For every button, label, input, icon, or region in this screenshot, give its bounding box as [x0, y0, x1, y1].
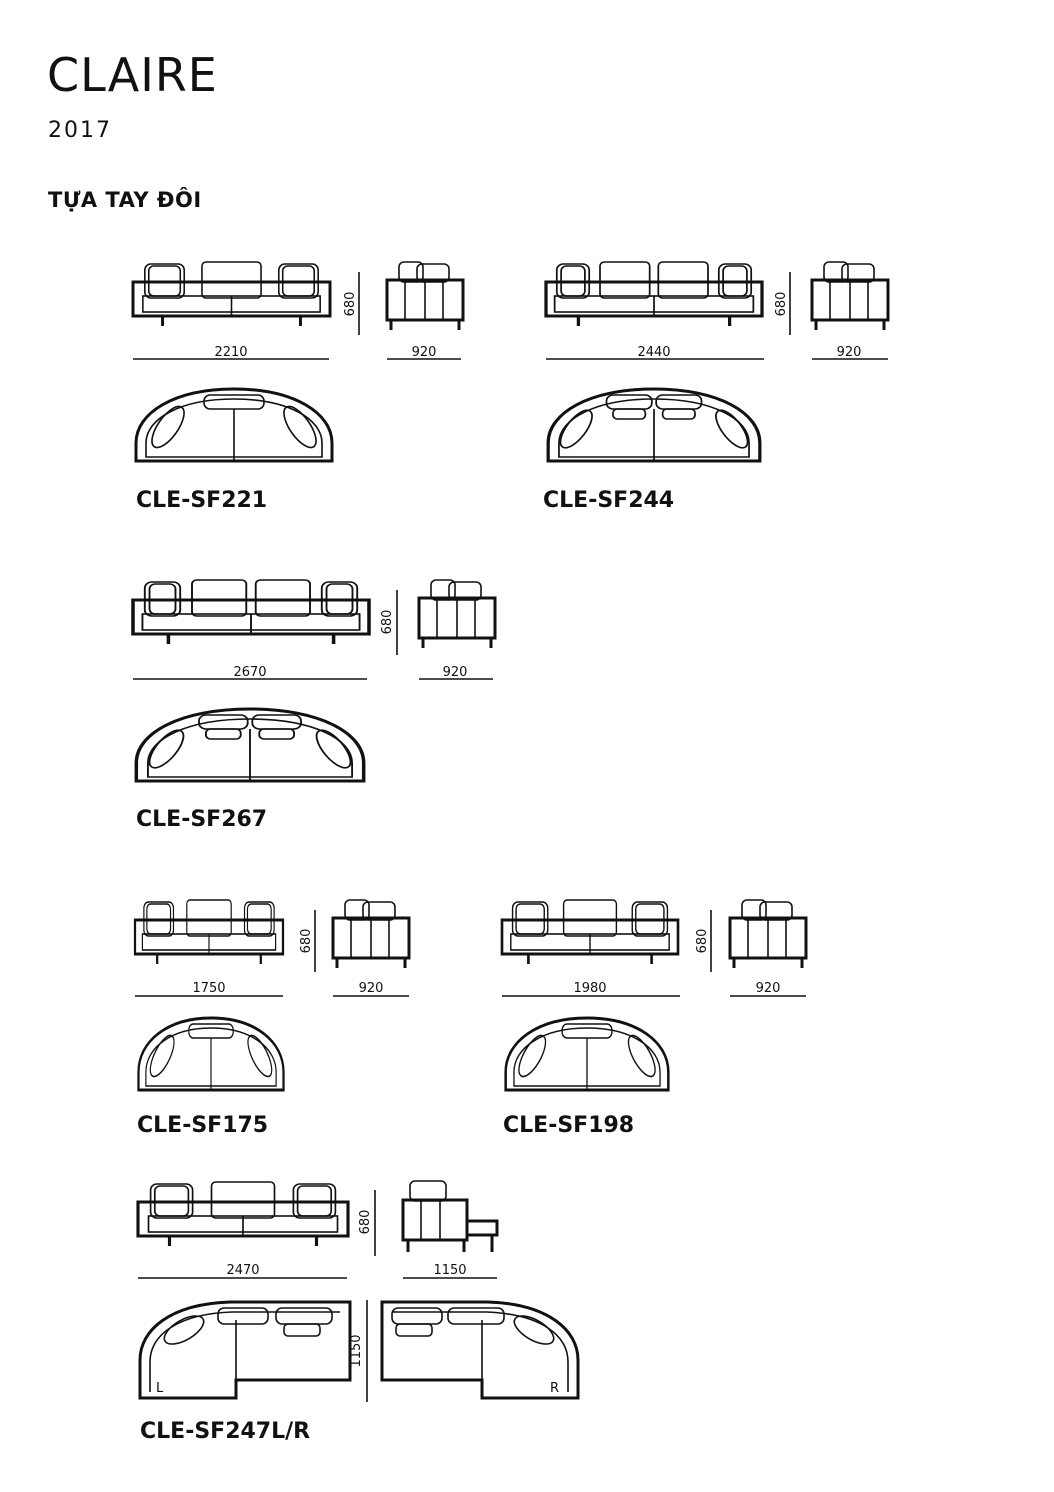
height-dim: 680 [695, 929, 710, 954]
side-view [385, 260, 465, 332]
width-dim: 1750 [192, 981, 225, 996]
height-dim: 680 [299, 929, 314, 954]
product-sf244: 680 2440 920 CLE-SF244 [543, 260, 890, 513]
section-heading: TỰA TAY ĐÔI [48, 188, 202, 212]
depth-dim: 920 [443, 665, 468, 680]
depth-dim: 1150 [433, 1263, 466, 1278]
product-sf221: 680 2210 920 CLE-SF221 [131, 260, 465, 513]
depth-dim: 920 [359, 981, 384, 996]
plan-view [134, 387, 334, 463]
product-sf175: 680 1750 920 CLE-SF175 [133, 898, 411, 1138]
front-view [133, 898, 285, 966]
plan-view-left: L [138, 1300, 352, 1400]
product-code: CLE-SF244 [543, 488, 674, 513]
height-dim: 680 [380, 610, 395, 635]
plan-view-right: R [380, 1300, 580, 1400]
height-dim: 680 [343, 292, 358, 317]
height-dim: 680 [774, 292, 789, 317]
product-code: CLE-SF221 [136, 488, 267, 513]
depth-dim: 920 [412, 345, 437, 360]
front-view [544, 260, 764, 328]
width-dim: 2210 [214, 345, 247, 360]
width-dim: 2670 [233, 665, 266, 680]
front-view [500, 898, 680, 966]
front-view [131, 260, 332, 328]
product-sf267: 680 2670 920 CLE-SF267 [131, 578, 497, 832]
plan-view [546, 387, 762, 463]
front-view [136, 1180, 350, 1248]
width-dim: 2470 [226, 1263, 259, 1278]
depth-dim: 920 [756, 981, 781, 996]
product-code: CLE-SF175 [137, 1113, 268, 1138]
product-code: CLE-SF267 [136, 807, 267, 832]
plan-view [136, 1016, 286, 1092]
left-tag: L [156, 1381, 164, 1396]
side-view [810, 260, 890, 332]
side-view [331, 898, 411, 970]
depth-dim: 920 [837, 345, 862, 360]
width-dim: 2440 [637, 345, 670, 360]
width-dim: 1980 [573, 981, 606, 996]
chaise-side-view [401, 1180, 499, 1252]
product-code: CLE-SF198 [503, 1113, 634, 1138]
product-code: CLE-SF247L/R [140, 1419, 310, 1444]
height-dim: 680 [358, 1210, 373, 1235]
front-view [131, 578, 371, 646]
side-view [728, 898, 808, 970]
plan-view [504, 1016, 670, 1092]
product-sf247lr: 680 2470 1150 L 1150 [136, 1180, 580, 1444]
plan-depth-dim: 1150 [349, 1334, 364, 1367]
right-tag: R [550, 1381, 559, 1396]
collection-year: 2017 [48, 118, 112, 143]
product-sf198: 680 1980 920 CLE-SF198 [500, 898, 808, 1138]
page-title: CLAIRE [47, 48, 218, 102]
side-view [417, 578, 497, 650]
plan-view [134, 707, 366, 783]
